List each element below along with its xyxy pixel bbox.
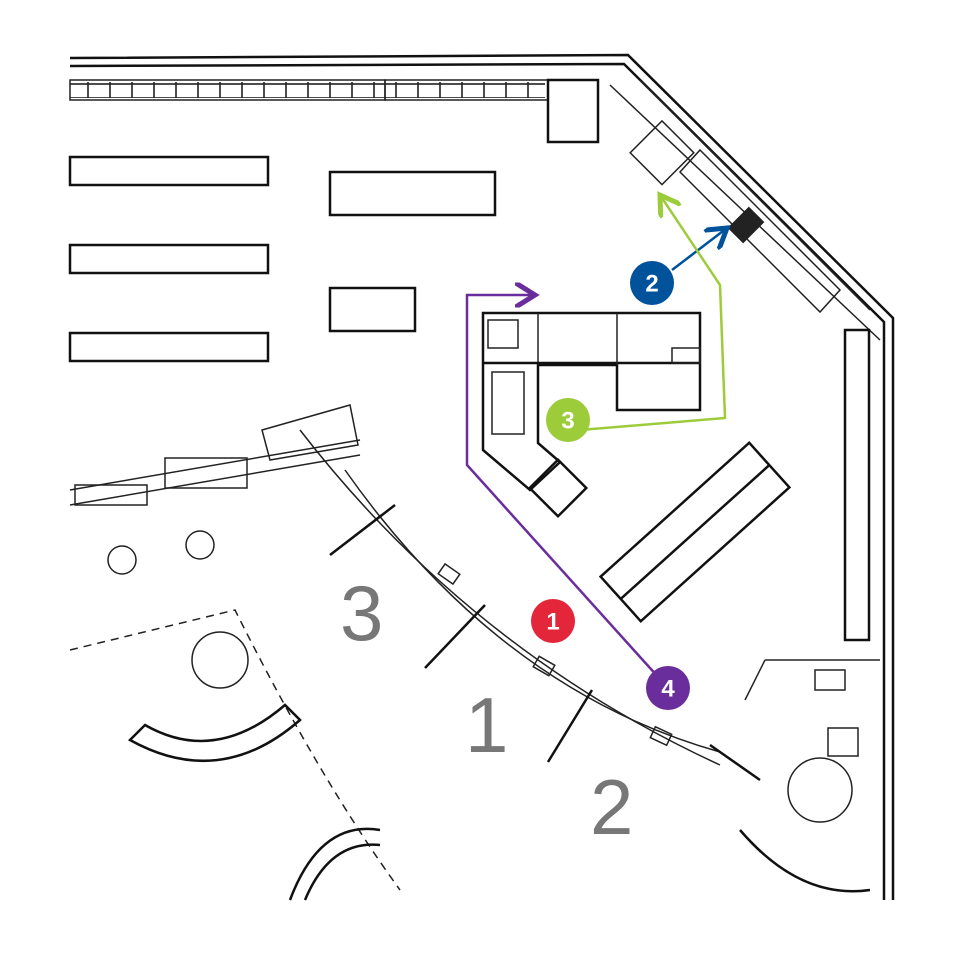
marker-label: 1 (546, 609, 559, 636)
zone-label-2: 2 (590, 763, 633, 851)
marker-2[interactable]: 2 (630, 261, 674, 305)
shelving-right (629, 119, 871, 642)
marker-label: 2 (645, 271, 658, 298)
marker-label: 3 (561, 408, 574, 435)
marker-1[interactable]: 1 (531, 599, 575, 643)
zone-label-3: 3 (340, 569, 383, 657)
marker-label: 4 (661, 676, 675, 703)
route-4 (465, 295, 669, 689)
route-3 (579, 195, 727, 432)
service-counter (481, 311, 702, 519)
curved-desks (69, 404, 761, 782)
lounge-area (69, 609, 880, 901)
marker-4[interactable]: 4 (646, 666, 690, 710)
route-2 (671, 228, 727, 271)
zone-label-1: 1 (465, 681, 508, 769)
shelving-left (68, 155, 497, 363)
outer-walls (69, 53, 895, 900)
shelf-unit-angled (598, 441, 792, 623)
marker-3[interactable]: 3 (546, 398, 590, 442)
